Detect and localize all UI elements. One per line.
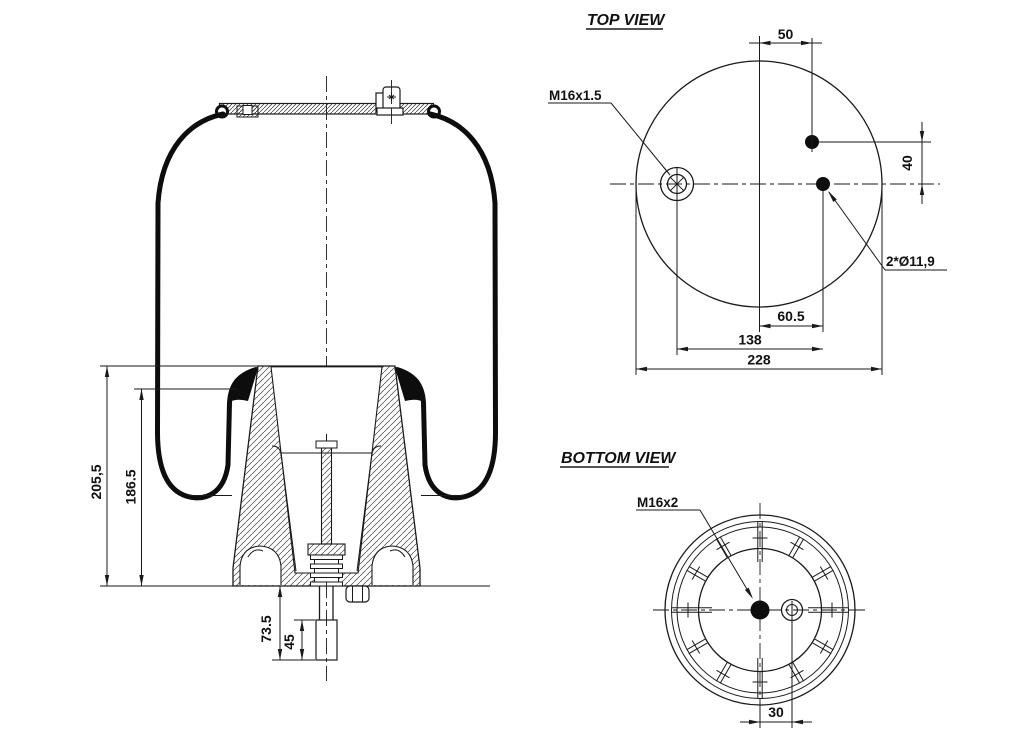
dim-30: 30 <box>740 617 812 728</box>
label-bolt-holes: 2*Ø11,9 <box>828 191 947 271</box>
top-view: TOP VIEW 50 40 <box>548 12 947 375</box>
bellows-left-contact <box>229 368 258 402</box>
top-plate <box>215 80 441 124</box>
air-fitting-boss <box>236 105 259 118</box>
svg-text:M16x2: M16x2 <box>637 495 678 510</box>
base-arch-right <box>371 545 414 585</box>
dim-50: 50 <box>749 26 822 46</box>
bellows-right-wall <box>394 111 499 501</box>
dim-overall-height: 205,5 <box>88 464 104 499</box>
stud-center-mark <box>387 92 396 102</box>
side-dimensions: 205,5 186.5 73.5 45 <box>88 365 490 661</box>
bottom-view-title: BOTTOM VIEW <box>561 450 677 467</box>
dim-40: 40 <box>899 122 925 204</box>
label-center-stud: M16x2 <box>636 495 753 599</box>
svg-text:2*Ø11,9: 2*Ø11,9 <box>886 254 935 269</box>
air-fitting-symbol <box>659 166 695 355</box>
svg-text:30: 30 <box>768 704 784 720</box>
bellows-left-wall <box>154 111 259 501</box>
piston <box>232 365 421 681</box>
svg-text:228: 228 <box>747 352 771 368</box>
bellows <box>154 111 499 501</box>
base-arch-left <box>239 545 282 585</box>
label-air-fitting: M16x1.5 <box>548 88 671 176</box>
dim-lobe-height: 186.5 <box>123 469 139 504</box>
dim-60-5: 60.5 <box>759 308 823 329</box>
center-stud-dot <box>750 600 770 620</box>
svg-text:40: 40 <box>899 155 915 171</box>
bolt-hole-lower <box>816 177 830 191</box>
bottom-stud <box>315 582 370 681</box>
dim-138: 138 <box>677 332 823 352</box>
dim-228: 228 <box>635 188 883 375</box>
dim-thread-length: 45 <box>281 634 297 650</box>
svg-text:M16x1.5: M16x1.5 <box>549 88 602 103</box>
washer-stack <box>310 554 343 587</box>
top-stud <box>375 80 404 124</box>
bolt-head <box>345 585 370 603</box>
top-view-title: TOP VIEW <box>587 12 666 29</box>
bellows-right-contact <box>395 368 424 402</box>
dim-stud-length: 73.5 <box>258 615 274 642</box>
piston-bottom-face <box>653 503 869 710</box>
svg-text:50: 50 <box>778 26 794 42</box>
svg-text:138: 138 <box>738 332 762 348</box>
svg-text:60.5: 60.5 <box>777 308 804 324</box>
side-section-view: 205,5 186.5 73.5 45 <box>88 76 499 681</box>
bottom-view: BOTTOM VIEW <box>560 450 869 728</box>
